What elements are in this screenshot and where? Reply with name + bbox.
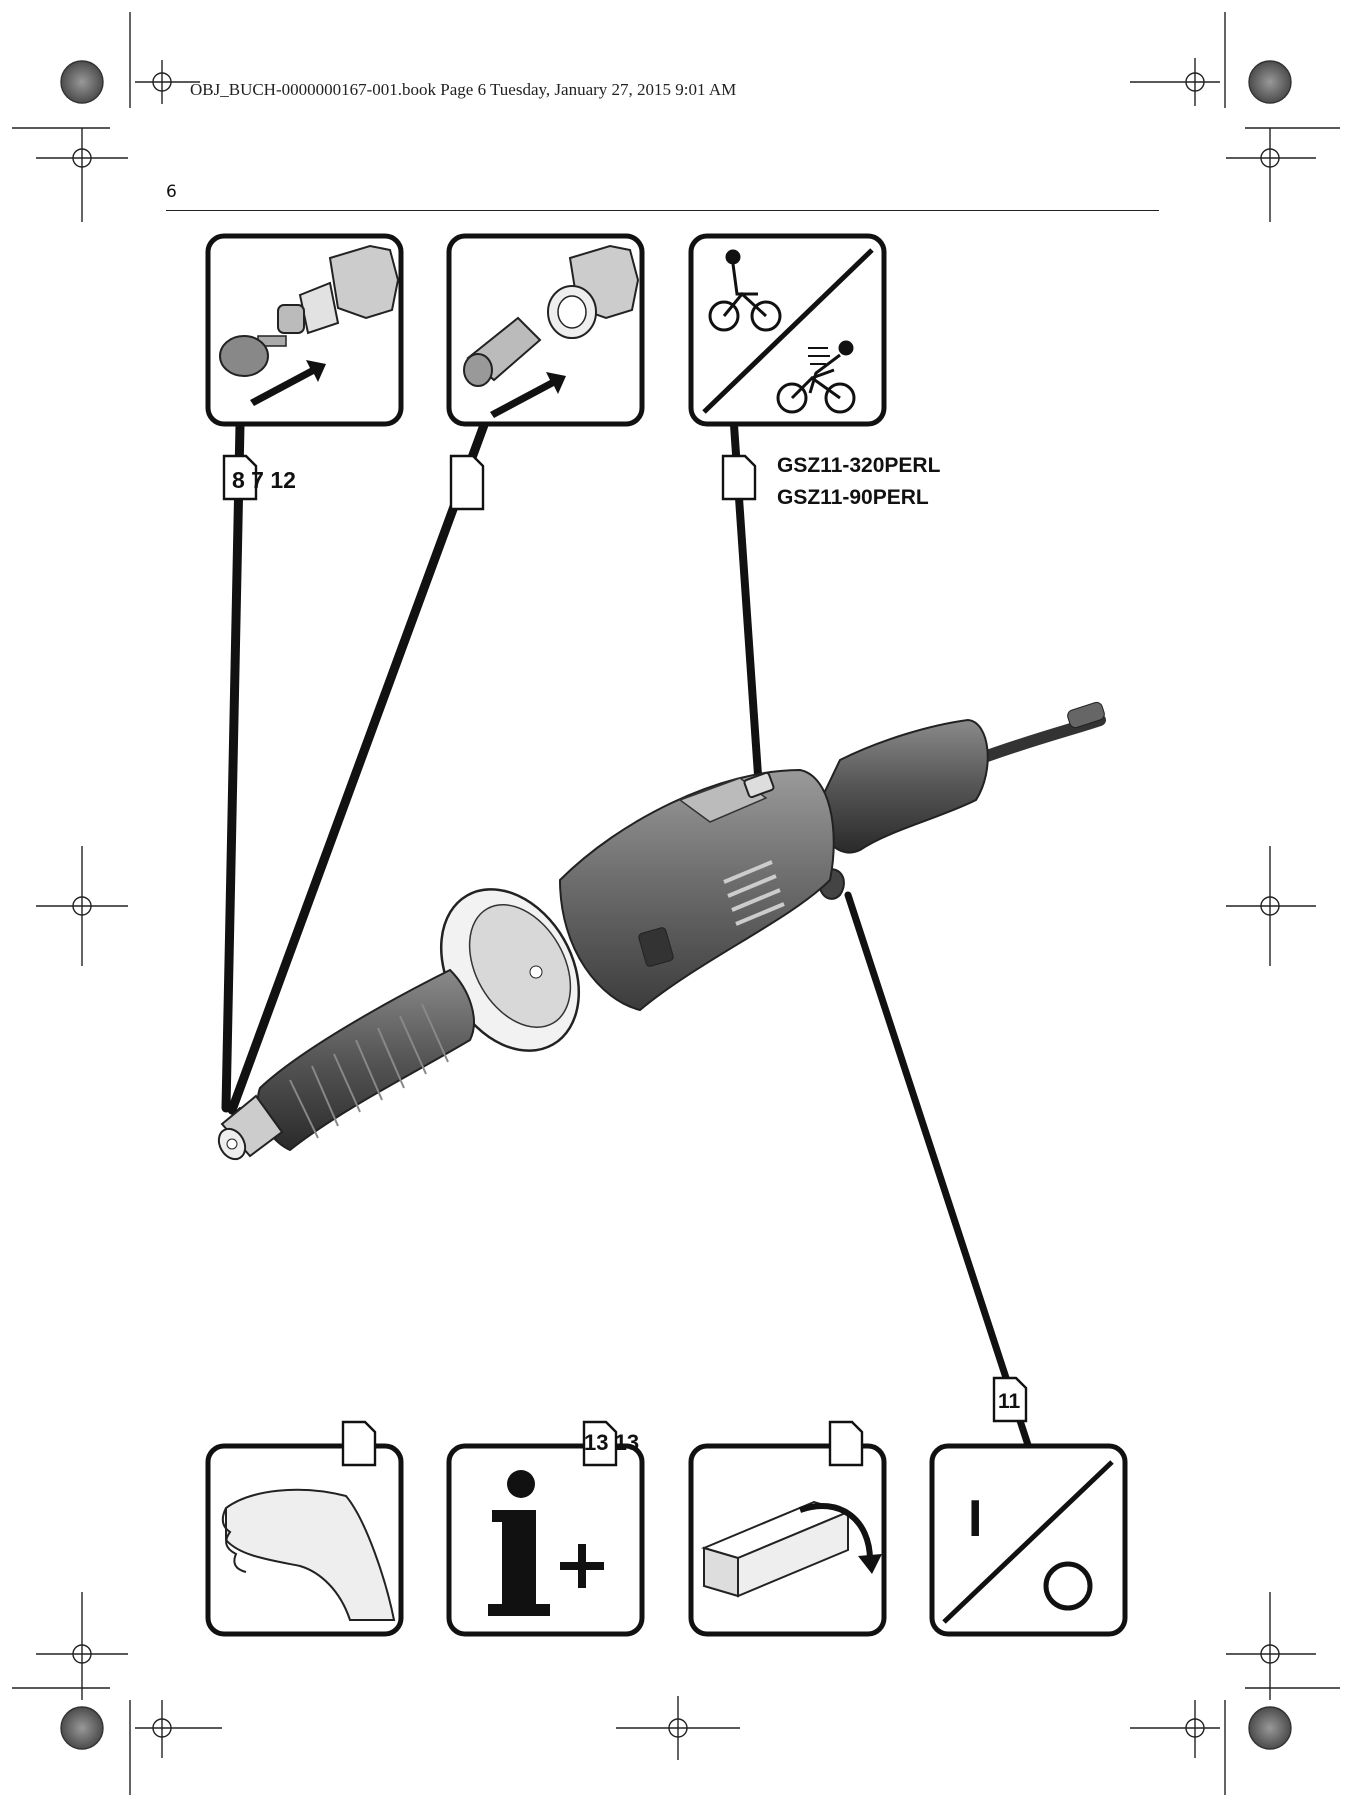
model-label-2: GSZ11-90PERL — [777, 486, 929, 509]
doc-ref-icon — [222, 454, 757, 511]
page-number: 6 — [166, 182, 177, 202]
panel-accessories-box — [688, 1443, 887, 1637]
registration-target-icon — [36, 58, 1316, 1760]
panel-attach-point — [205, 233, 404, 427]
ref-label-info: 13 13 — [584, 1430, 639, 1455]
header-rule — [166, 210, 1159, 211]
panel-collet-change — [446, 233, 645, 427]
panel-hand-vibration — [205, 1443, 404, 1637]
model-label-1: GSZ11-320PERL — [777, 454, 941, 477]
off-symbol-icon — [1043, 1561, 1093, 1611]
ref-label-panel-1: 8 7 12 — [232, 467, 296, 493]
panel-on-off-switch: I — [929, 1443, 1128, 1637]
on-symbol: I — [968, 1490, 982, 1548]
doc-ref-icon — [341, 1376, 1028, 1467]
crop-marks — [12, 12, 1340, 1795]
print-header: OBJ_BUCH-0000000167-001.book Page 6 Tues… — [190, 80, 737, 99]
straight-grinder-illustration — [217, 701, 1106, 1161]
ref-label-switch: 11 — [998, 1390, 1021, 1413]
panel-info-plus — [446, 1443, 645, 1637]
panel-speed-preselection — [688, 233, 887, 427]
